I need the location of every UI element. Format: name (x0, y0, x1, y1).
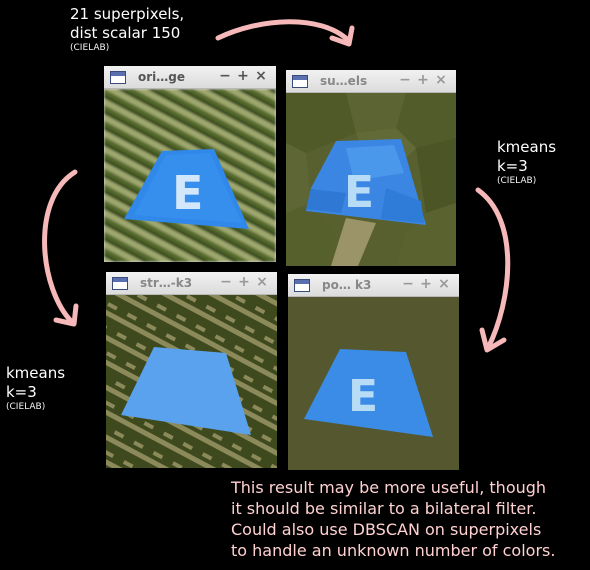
sign-letter: E (172, 166, 203, 220)
stretched-kmeans-window[interactable]: str…-k3 −+ × (106, 272, 277, 468)
superpixels-window[interactable]: su…els −+ × E (286, 70, 456, 266)
stretched-kmeans-image (106, 295, 277, 468)
maximize-icon[interactable]: + (238, 274, 250, 290)
arrow-to-stretched (42, 169, 79, 327)
window-app-icon (292, 75, 308, 88)
caption-line: k=3 (497, 157, 528, 175)
window-app-icon (112, 277, 128, 290)
note-line: to handle an unknown number of colors. (231, 541, 556, 560)
window-titlebar[interactable]: po… k3 −+ × (288, 274, 459, 297)
caption-line: kmeans (6, 364, 66, 382)
window-controls: −+ × (216, 68, 270, 84)
window-title: po… k3 (322, 278, 372, 292)
window-app-icon (294, 279, 310, 292)
colorspace-label: (CIELAB) (6, 402, 46, 412)
window-title: str…-k3 (140, 276, 193, 290)
minimize-icon[interactable]: − (220, 274, 232, 290)
window-title: ori…ge (138, 70, 186, 84)
minimize-icon[interactable]: − (219, 68, 231, 84)
window-title: su…els (320, 74, 368, 88)
kmeans-right-caption: kmeans k=3 (CIELAB) (497, 138, 556, 187)
note-line: This result may be more useful, though (231, 478, 547, 497)
note-line: it should be similar to a bilateral filt… (231, 499, 537, 518)
window-controls: −+ × (217, 274, 271, 290)
sign-shape (121, 347, 251, 435)
arrow-to-superpixels (215, 19, 355, 47)
superpixels-image: E (286, 93, 456, 266)
window-controls: −+ × (396, 72, 450, 88)
close-icon[interactable]: × (256, 274, 268, 290)
close-icon[interactable]: × (435, 72, 447, 88)
original-image: E (104, 89, 276, 262)
window-app-icon (110, 71, 126, 84)
sign-letter: E (344, 167, 374, 218)
posterized-kmeans-image: E (288, 297, 459, 470)
maximize-icon[interactable]: + (237, 68, 249, 84)
minimize-icon[interactable]: − (399, 72, 411, 88)
maximize-icon[interactable]: + (417, 72, 429, 88)
colorspace-label: (CIELAB) (70, 43, 110, 53)
caption-line: dist scalar 150 (70, 24, 181, 42)
caption-line: k=3 (6, 383, 37, 401)
window-titlebar[interactable]: su…els −+ × (286, 70, 456, 93)
caption-line: 21 superpixels, (70, 5, 185, 23)
arrow-to-posterized (475, 187, 511, 353)
result-note: This result may be more useful, though i… (231, 477, 590, 561)
close-icon[interactable]: × (438, 276, 450, 292)
superpixels-caption: 21 superpixels, dist scalar 150 (CIELAB) (70, 5, 184, 54)
maximize-icon[interactable]: + (420, 276, 432, 292)
window-titlebar[interactable]: str…-k3 −+ × (106, 272, 277, 295)
window-titlebar[interactable]: ori…ge −+ × (104, 66, 276, 89)
posterized-kmeans-window[interactable]: po… k3 −+ × E (288, 274, 459, 470)
close-icon[interactable]: × (255, 68, 267, 84)
kmeans-left-caption: kmeans k=3 (CIELAB) (6, 364, 65, 413)
caption-line: kmeans (497, 138, 557, 156)
note-line: Could also use DBSCAN on superpixels (231, 520, 542, 539)
original-image-window[interactable]: ori…ge −+ × E (104, 66, 276, 262)
sign-shape (304, 349, 433, 437)
window-controls: −+ × (399, 276, 453, 292)
sign-letter: E (348, 371, 378, 422)
colorspace-label: (CIELAB) (497, 176, 537, 186)
minimize-icon[interactable]: − (402, 276, 414, 292)
road-segment (331, 218, 376, 266)
